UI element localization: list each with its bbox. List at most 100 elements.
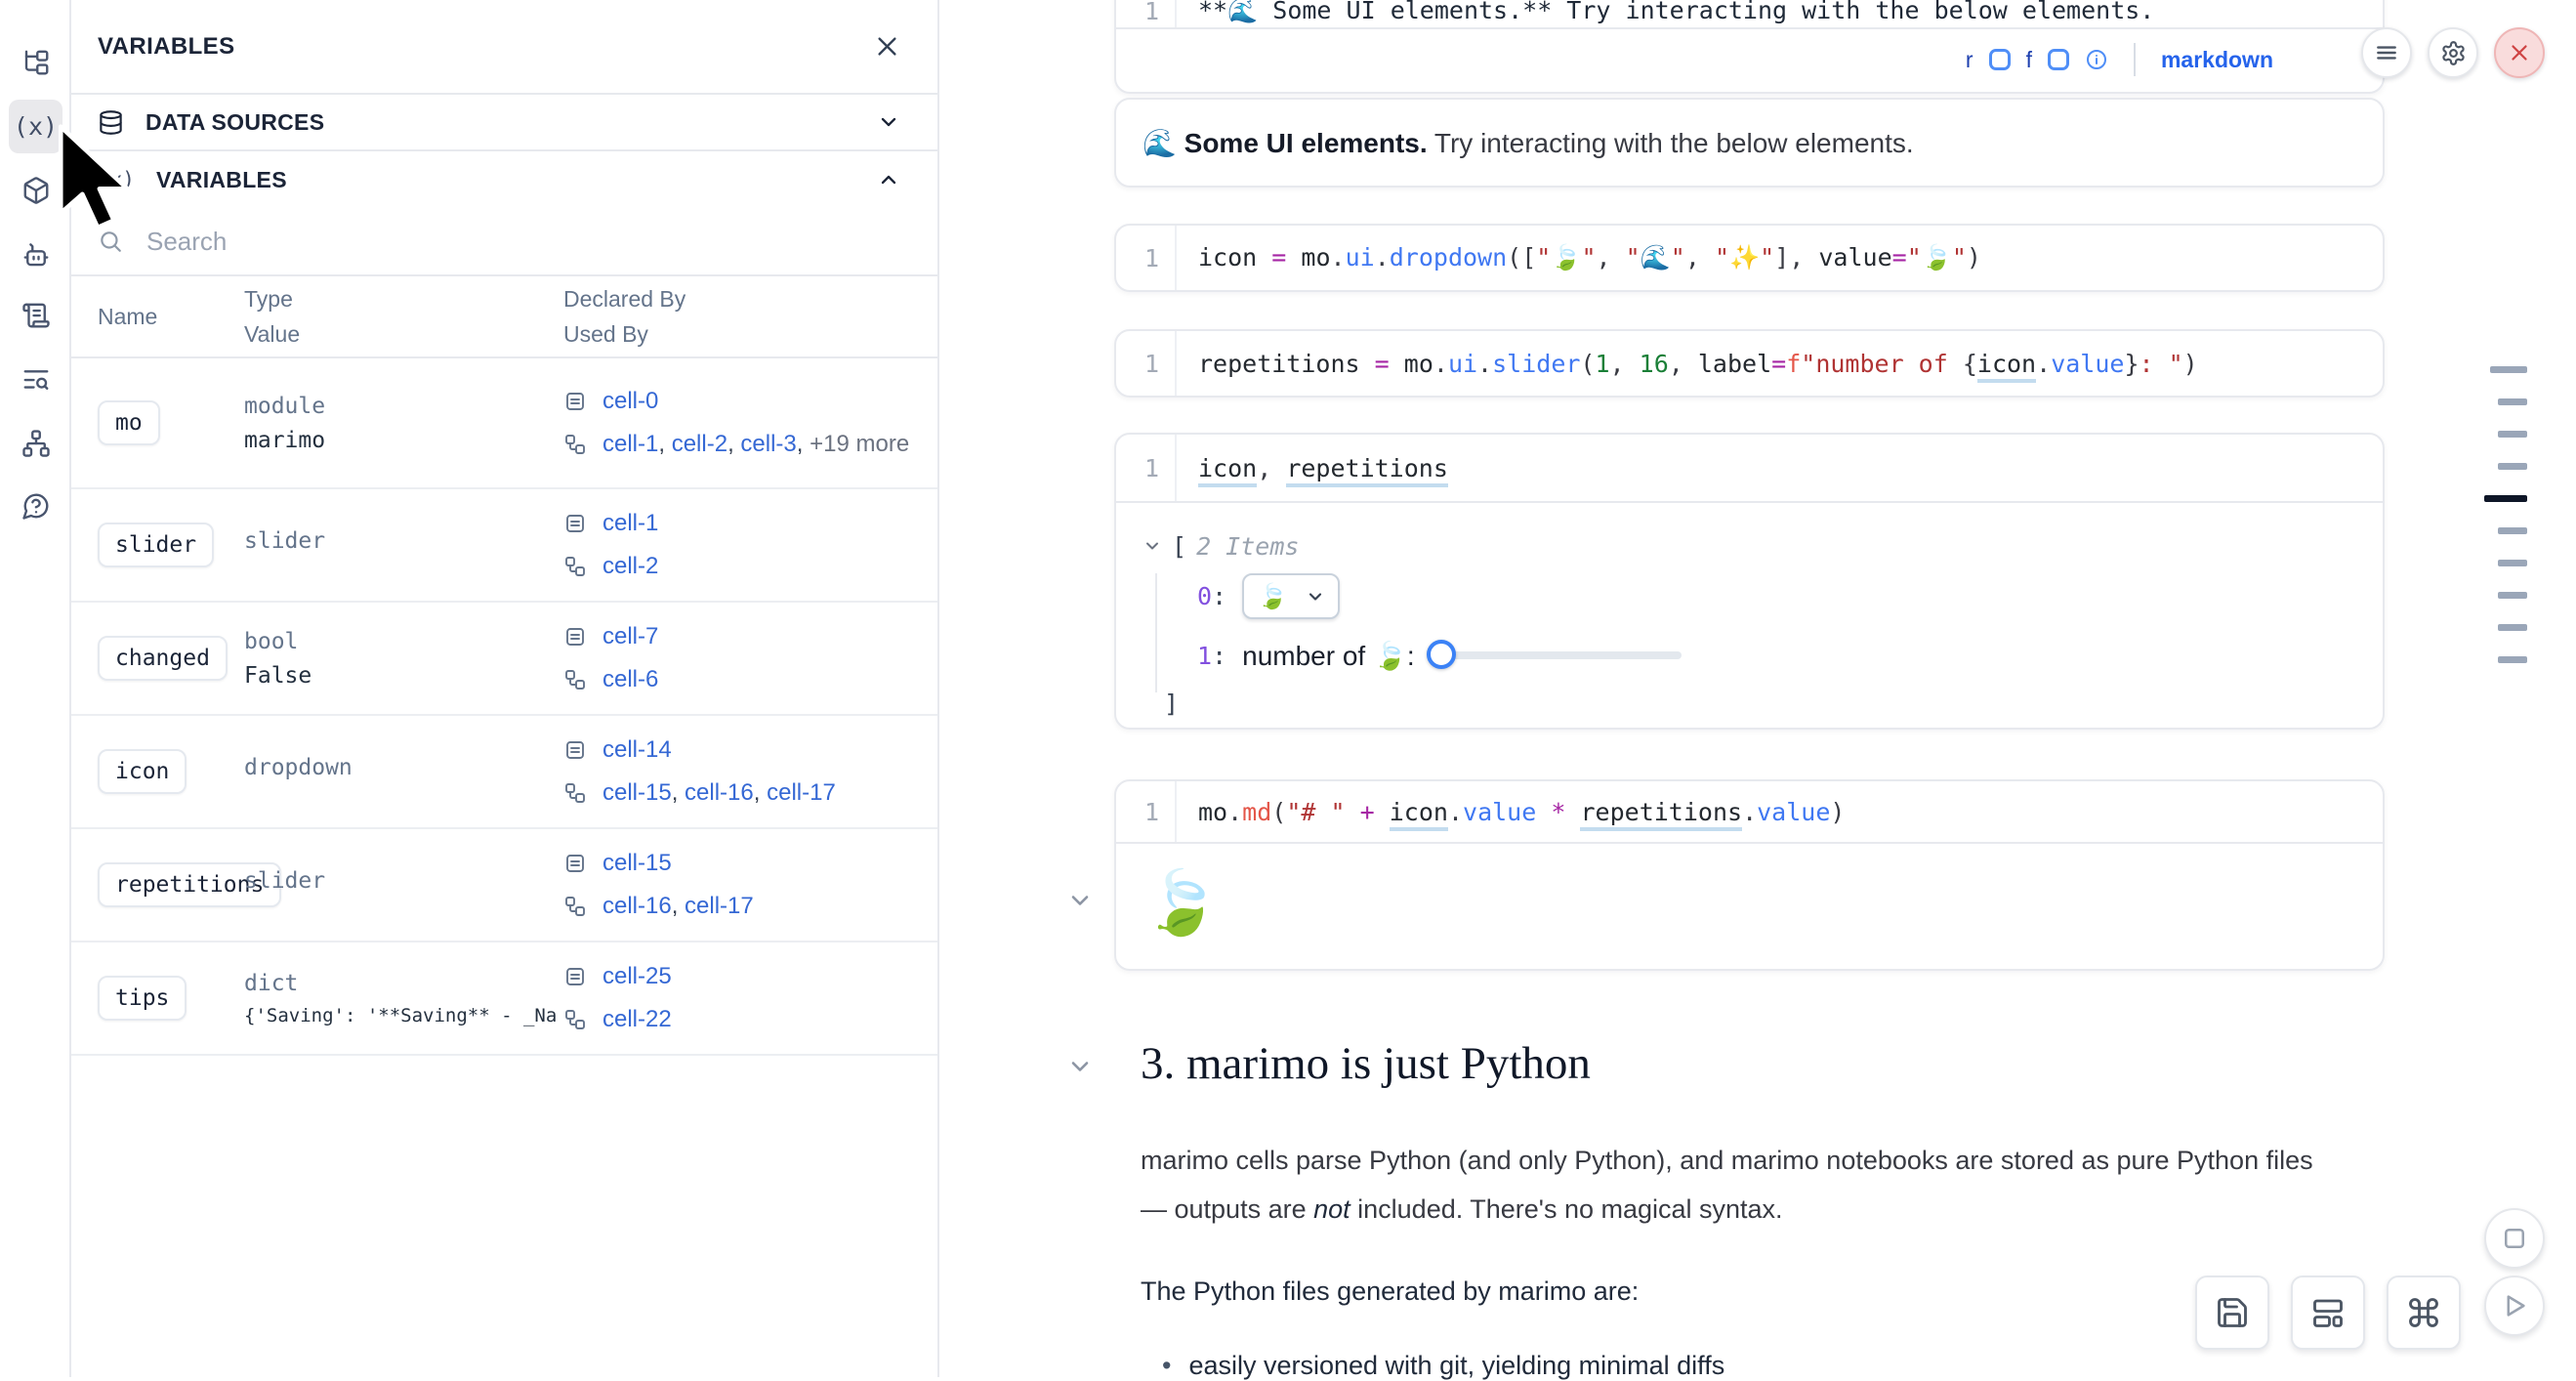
close-x-icon [2507, 40, 2532, 65]
cell-link[interactable]: cell-15 [602, 779, 672, 806]
token-o: = [1771, 349, 1787, 378]
cell-link[interactable]: cell-2 [602, 553, 659, 579]
cell-link[interactable]: cell-14 [602, 736, 672, 763]
cell-link[interactable]: cell-7 [602, 623, 659, 649]
search-input[interactable] [146, 226, 911, 257]
cell-link[interactable]: cell-6 [602, 666, 659, 692]
cell-editor[interactable]: 1 **🌊 Some UI elements.** Try interactin… [1116, 0, 2383, 29]
cell-marker-active[interactable] [2484, 495, 2527, 502]
run-button[interactable] [2484, 1276, 2545, 1336]
cell-link[interactable]: cell-22 [602, 1006, 672, 1032]
token-p: . [1742, 797, 1758, 826]
token-p: ( [1271, 797, 1287, 826]
info-icon[interactable] [2085, 48, 2108, 71]
tree-open-bracket: [ [1172, 531, 1187, 561]
token-md: **🌊 Some UI elements.** Try interacting … [1198, 0, 2155, 24]
cell-editor[interactable]: 1 icon, repetitions [1116, 435, 2383, 503]
cell-marker[interactable] [2490, 366, 2527, 373]
cell-link[interactable]: cell-17 [685, 893, 754, 919]
slider-track[interactable] [1426, 640, 1682, 669]
token-p [1375, 798, 1390, 826]
cell-marker[interactable] [2498, 656, 2527, 663]
section-heading: 3. marimo is just Python [1141, 1038, 1591, 1089]
table-header: Name Type Value Declared By Used By [71, 276, 937, 358]
list-item-text: easily versioned with git, yielding mini… [1188, 1351, 1725, 1380]
token-p: ) [2182, 349, 2198, 378]
fstring-toggle-checkbox[interactable] [2047, 49, 2069, 70]
declared-by-icon [563, 852, 587, 875]
token-f: dropdown [1389, 243, 1508, 272]
variables-search [71, 208, 937, 276]
token-v: repetitions [1198, 349, 1360, 378]
cell-link[interactable]: cell-0 [602, 388, 659, 414]
interrupt-button[interactable] [2484, 1208, 2545, 1269]
cell-link[interactable]: cell-17 [767, 779, 836, 806]
token-o: = [1891, 243, 1907, 272]
cell-link[interactable]: cell-1 [602, 510, 659, 536]
variable-value: False [244, 662, 312, 689]
cell-link[interactable]: cell-25 [602, 963, 672, 989]
sidebar-item-dependencies[interactable] [9, 416, 62, 470]
token-o: + [1359, 797, 1375, 826]
output-collapse-icon[interactable] [1066, 887, 1094, 914]
sidebar-item-ai-assistant[interactable] [9, 228, 62, 281]
shutdown-button[interactable] [2494, 27, 2545, 78]
raw-toggle-checkbox[interactable] [1988, 49, 2011, 70]
language-label[interactable]: markdown [2160, 46, 2273, 72]
sidebar-item-variables[interactable]: (x) [9, 100, 62, 153]
bullet-dot: • [1162, 1351, 1172, 1380]
robot-icon [21, 240, 51, 270]
save-button[interactable] [2195, 1276, 2269, 1350]
cell-link[interactable]: cell-16 [602, 893, 672, 919]
cell-link[interactable]: cell-16 [685, 779, 754, 806]
close-panel-icon[interactable] [874, 33, 900, 60]
cell-marker[interactable] [2498, 463, 2527, 470]
menu-button[interactable] [2361, 27, 2412, 78]
cell-link[interactable]: cell-2 [671, 431, 728, 457]
token-n: 16 [1639, 349, 1669, 378]
keyboard-shortcuts-button[interactable] [2387, 1276, 2461, 1350]
cell-marker[interactable] [2498, 431, 2527, 438]
token-s: "🍃" [1536, 243, 1597, 272]
line-number: 1 [1116, 331, 1177, 396]
sidebar-item-logs[interactable] [9, 353, 62, 406]
layout-grid-icon [2310, 1295, 2346, 1330]
cell-marker[interactable] [2498, 527, 2527, 534]
markdown-cell-footer: r f markdown [1116, 29, 2383, 90]
cell-editor[interactable]: 1 icon = mo.ui.dropdown(["🍃", "🌊", "✨"],… [1116, 226, 2383, 290]
token-p: ([ [1507, 243, 1537, 272]
cell-link[interactable]: cell-15 [602, 850, 672, 876]
tree-collapse-icon[interactable] [1143, 536, 1162, 556]
cell-link[interactable]: cell-1 [602, 431, 659, 457]
cell-marker[interactable] [2498, 398, 2527, 405]
section-data-sources[interactable]: DATA SOURCES [71, 95, 937, 151]
fstring-toggle-label: f [2025, 46, 2032, 72]
token-sep: , [671, 779, 686, 806]
slider-thumb[interactable] [1426, 640, 1456, 669]
markdown-cell: 1 **🌊 Some UI elements.** Try interactin… [1114, 0, 2385, 94]
token-em: not [1313, 1194, 1350, 1224]
token-p: , [1684, 243, 1715, 272]
cell-link[interactable]: cell-3 [740, 431, 797, 457]
variable-value: marimo [244, 427, 326, 453]
cell-marker[interactable] [2498, 560, 2527, 566]
token-p: , [1609, 349, 1640, 378]
sidebar-item-help[interactable] [9, 479, 62, 532]
cell-marker[interactable] [2498, 592, 2527, 599]
section-collapse-icon[interactable] [1066, 1053, 1094, 1080]
token-o: = [1374, 349, 1390, 378]
code-line: icon, repetitions [1177, 453, 1448, 487]
layout-button[interactable] [2291, 1276, 2365, 1350]
code-cell-md-expr: 1 mo.md("# " + icon.value * repetitions.… [1114, 779, 2385, 971]
section-variables[interactable]: (x) VARIABLES [71, 151, 937, 208]
settings-button[interactable] [2428, 27, 2478, 78]
variable-type: dict [244, 970, 299, 996]
dropdown-select[interactable]: 🍃 [1242, 573, 1341, 619]
sidebar-item-packages[interactable] [9, 163, 62, 217]
table-row: icon dropdown cell-14 cell-15, cell-16, … [71, 716, 937, 829]
cell-editor[interactable]: 1 repetitions = mo.ui.slider(1, 16, labe… [1116, 331, 2383, 396]
cell-marker[interactable] [2498, 624, 2527, 631]
sidebar-item-file-explorer[interactable] [9, 35, 62, 89]
sidebar-item-scratchpad[interactable] [9, 288, 62, 342]
cell-editor[interactable]: 1 mo.md("# " + icon.value * repetitions.… [1116, 781, 2383, 844]
